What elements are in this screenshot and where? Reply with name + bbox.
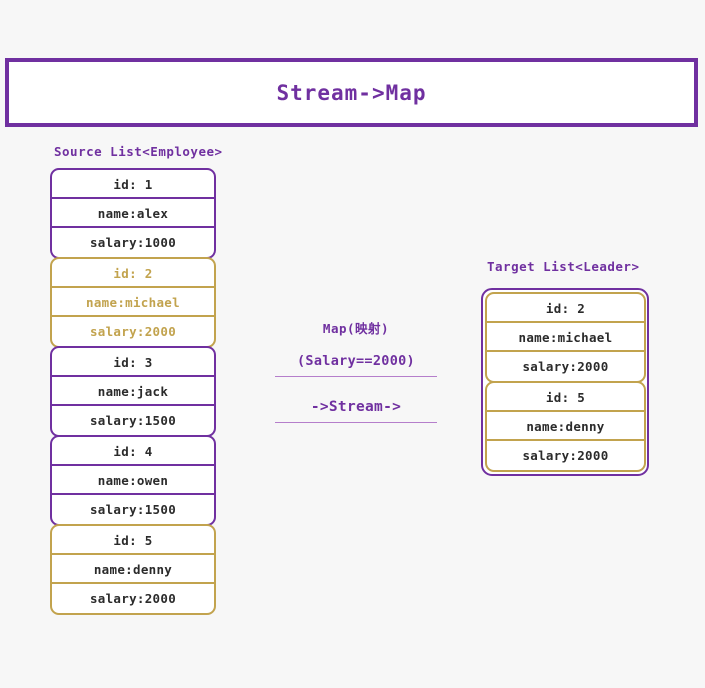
target-leader-card-name-row: name:michael <box>487 323 644 352</box>
source-employee-card-id-row: id: 5 <box>52 526 214 555</box>
source-employee-card-id-row: id: 2 <box>52 259 214 288</box>
source-employee-card-salary-row: salary:1000 <box>89 235 177 250</box>
map-operation-block: Map(映射) (Salary==2000) ->Stream-> <box>275 318 437 423</box>
source-employee-card-name-row: name:michael <box>52 288 214 317</box>
source-employee-card-salary-row: salary:2000 <box>89 324 177 339</box>
source-employee-card-salary-row: salary:2000 <box>89 591 177 606</box>
target-leader-card-salary-row: salary:2000 <box>522 448 609 463</box>
source-list-heading: Source List<Employee> <box>54 144 223 159</box>
map-operation-label: Map(映射) <box>322 321 390 336</box>
map-operation-condition: (Salary==2000) <box>275 353 437 377</box>
source-employee-card-name-row: name:denny <box>52 555 214 584</box>
source-employee-card-salary-row: salary:1500 <box>89 413 177 428</box>
target-leader-card-salary-row: salary:2000 <box>522 359 609 374</box>
source-employee-card-id-row: id: 4 <box>52 437 214 466</box>
target-leader-card-id-row: id: 2 <box>487 294 644 323</box>
source-employee-card-salary-row: salary:1500 <box>89 502 177 517</box>
map-operation-stream: ->Stream-> <box>275 399 437 423</box>
source-employee-card-name-row: name:alex <box>52 199 214 228</box>
diagram-title-banner: Stream->Map <box>5 58 698 127</box>
target-leader-card-id-row: id: 5 <box>487 383 644 412</box>
target-leader-card-name-row: name:denny <box>487 412 644 441</box>
target-list-heading: Target List<Leader> <box>487 259 640 274</box>
source-employee-card-name-row: name:jack <box>52 377 214 406</box>
page-title: Stream->Map <box>276 80 427 105</box>
source-employee-card-id-row: id: 3 <box>52 348 214 377</box>
source-employee-card-name-row: name:owen <box>52 466 214 495</box>
source-employee-card-id-row: id: 1 <box>52 170 214 199</box>
